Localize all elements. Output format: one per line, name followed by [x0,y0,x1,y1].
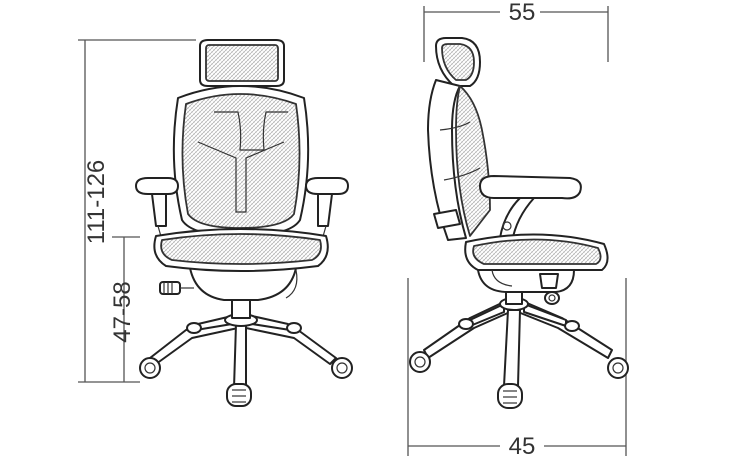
side-mechanism [477,269,575,305]
side-caster-rear-right [564,320,580,332]
chair-front-view [135,39,353,407]
total-height-label: 111-126 [83,160,110,245]
seat-height-dimension: 47-58 [109,236,140,382]
front-headrest [199,39,285,95]
front-caster-rear-left [186,322,202,334]
depth-top-label: 55 [509,0,536,26]
front-caster-center [226,383,252,407]
total-height-dimension: 111-126 [78,39,196,383]
side-base [423,297,613,387]
front-lever [285,269,298,299]
front-armrest-left [135,177,179,241]
depth-bottom-label: 45 [509,433,536,460]
front-back-support [197,141,285,213]
side-backrest [427,79,491,241]
side-seat [464,233,609,271]
chair-side-view [409,37,629,409]
front-mechanism [189,267,297,301]
front-tension-knob [159,281,194,295]
front-armrest-right [305,177,349,241]
side-lumbar-pad [433,209,461,229]
side-caster-right [607,357,629,379]
front-backrest [172,85,310,237]
front-caster-left [139,357,161,379]
depth-top-dimension: 55 [423,0,609,62]
side-headrest [435,37,481,105]
front-base [149,313,337,389]
side-caster-rear-left [458,318,474,330]
front-caster-rear-right [286,322,302,334]
side-caster-left [409,351,431,373]
front-seat [153,228,329,272]
side-caster-center [497,383,523,409]
front-caster-right [331,357,353,379]
front-lumbar-frame [214,111,288,151]
seat-height-label: 47-58 [109,281,136,342]
side-armrest [479,175,582,243]
